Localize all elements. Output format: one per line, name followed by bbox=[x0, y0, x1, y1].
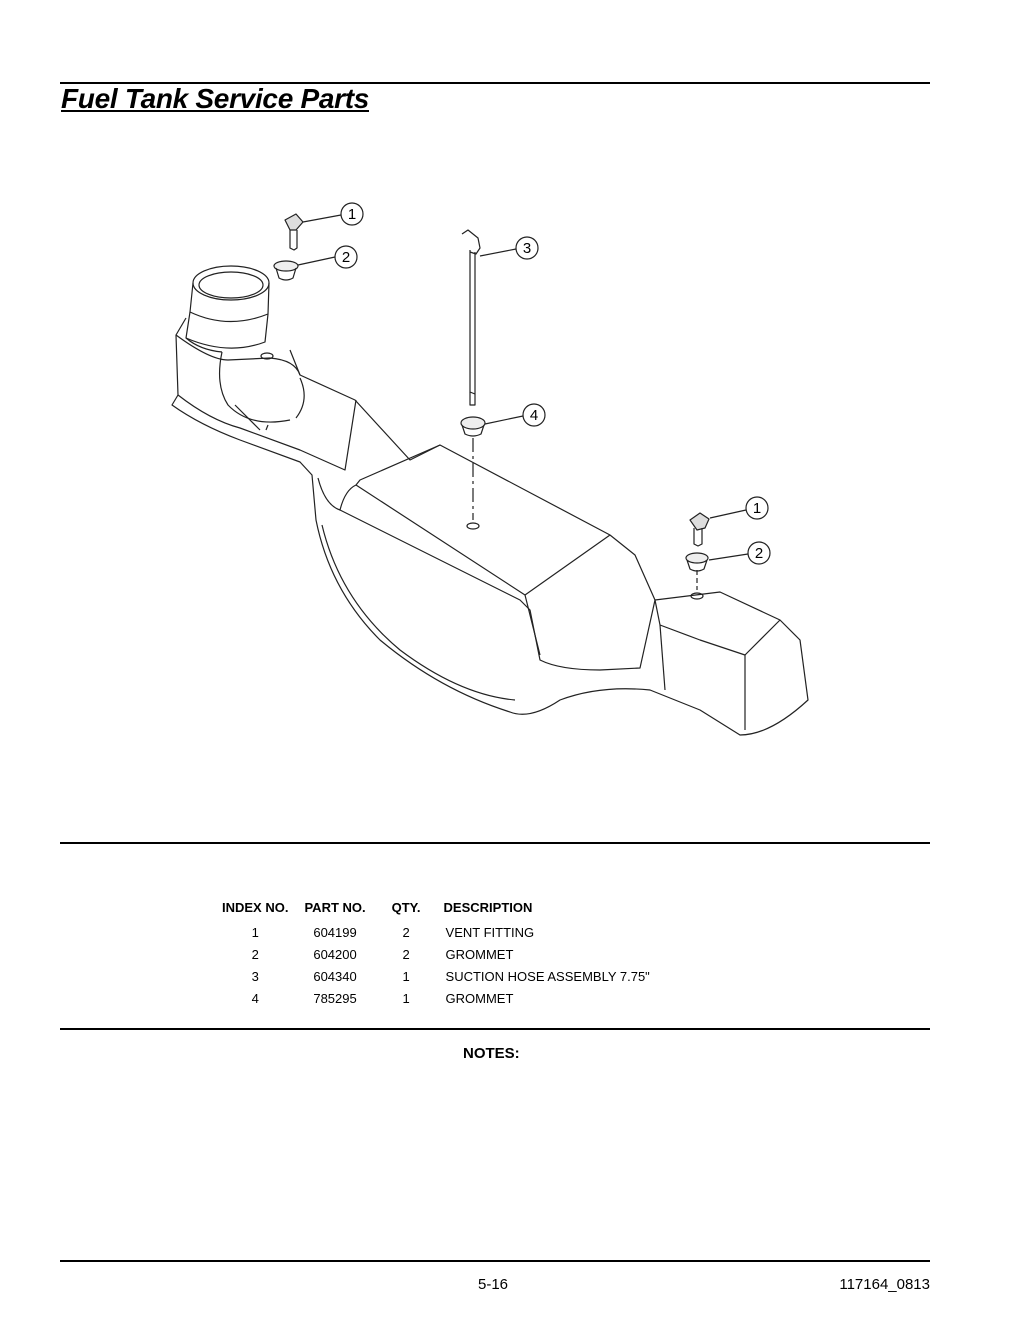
table-row: 2 604200 2 GROMMET bbox=[214, 945, 658, 967]
parts-table-header: INDEX NO. PART NO. QTY. DESCRIPTION bbox=[214, 898, 658, 923]
callout-circle-3 bbox=[515, 236, 539, 260]
leader-callout-1-right bbox=[709, 509, 747, 519]
cell-index: 3 bbox=[251, 969, 259, 984]
callout-label-2-left: 2 bbox=[342, 249, 350, 266]
callout-circle-1-right bbox=[745, 496, 769, 520]
callout-circle-2-left bbox=[334, 245, 358, 269]
table-bottom-rule bbox=[60, 1028, 930, 1030]
cell-qty: 1 bbox=[402, 991, 410, 1006]
leader-callout-2-right bbox=[708, 553, 749, 561]
cell-index: 4 bbox=[251, 991, 259, 1006]
cell-part: 604199 bbox=[313, 925, 357, 940]
vent-fitting-left bbox=[284, 213, 304, 251]
cell-description: GROMMET bbox=[445, 991, 514, 1006]
filler-neck bbox=[185, 265, 270, 353]
notes-heading: NOTES: bbox=[463, 1045, 520, 1062]
hose-hole bbox=[466, 522, 480, 530]
cell-index: 1 bbox=[251, 925, 259, 940]
grommet-left bbox=[273, 260, 299, 281]
leader-callout-1-left bbox=[302, 214, 342, 223]
grommet-center bbox=[460, 416, 486, 437]
fuel-tank-diagram: 1 2 3 4 1 2 bbox=[171, 202, 809, 736]
cell-description: VENT FITTING bbox=[445, 925, 535, 940]
header-index: INDEX NO. bbox=[222, 900, 289, 915]
grommet-right bbox=[685, 552, 709, 572]
header-qty: QTY. bbox=[391, 900, 421, 915]
tank-body bbox=[171, 317, 809, 736]
cell-part: 604340 bbox=[313, 969, 357, 984]
top-rule bbox=[60, 82, 930, 84]
callout-label-1-right: 1 bbox=[753, 500, 761, 517]
callout-circle-2-right bbox=[747, 541, 771, 565]
callout-circle-1-left bbox=[340, 202, 364, 226]
page-title: Fuel Tank Service Parts bbox=[61, 83, 369, 114]
header-description: DESCRIPTION bbox=[443, 900, 533, 915]
cell-index: 2 bbox=[251, 947, 259, 962]
diagram-bottom-rule bbox=[60, 842, 930, 844]
cell-qty: 2 bbox=[402, 925, 410, 940]
cell-description: SUCTION HOSE ASSEMBLY 7.75" bbox=[445, 969, 650, 984]
leader-callout-2-left bbox=[297, 256, 336, 266]
callout-label-1-left: 1 bbox=[348, 206, 356, 223]
table-row: 1 604199 2 VENT FITTING bbox=[214, 923, 658, 945]
vent-fitting-right bbox=[689, 512, 710, 547]
callout-label-4: 4 bbox=[530, 407, 538, 424]
parts-table: INDEX NO. PART NO. QTY. DESCRIPTION 1 60… bbox=[214, 898, 658, 1011]
cell-part: 785295 bbox=[313, 991, 357, 1006]
table-row: 4 785295 1 GROMMET bbox=[214, 989, 658, 1011]
document-id: 117164_0813 bbox=[839, 1276, 930, 1293]
cell-description: GROMMET bbox=[445, 947, 514, 962]
vent-hole-right bbox=[690, 592, 704, 600]
callout-label-2-right: 2 bbox=[755, 545, 763, 562]
suction-hose bbox=[461, 229, 481, 406]
vent-hole-left bbox=[260, 352, 274, 360]
cell-qty: 2 bbox=[402, 947, 410, 962]
leader-callout-4 bbox=[484, 415, 524, 425]
footer-rule bbox=[60, 1260, 930, 1262]
cell-part: 604200 bbox=[313, 947, 357, 962]
leader-callout-3 bbox=[479, 248, 517, 257]
callout-circle-4 bbox=[522, 403, 546, 427]
cell-qty: 1 bbox=[402, 969, 410, 984]
page-number: 5-16 bbox=[478, 1276, 509, 1293]
callout-label-3: 3 bbox=[523, 240, 531, 257]
table-row: 3 604340 1 SUCTION HOSE ASSEMBLY 7.75" bbox=[214, 967, 658, 989]
header-part: PART NO. bbox=[304, 900, 366, 915]
